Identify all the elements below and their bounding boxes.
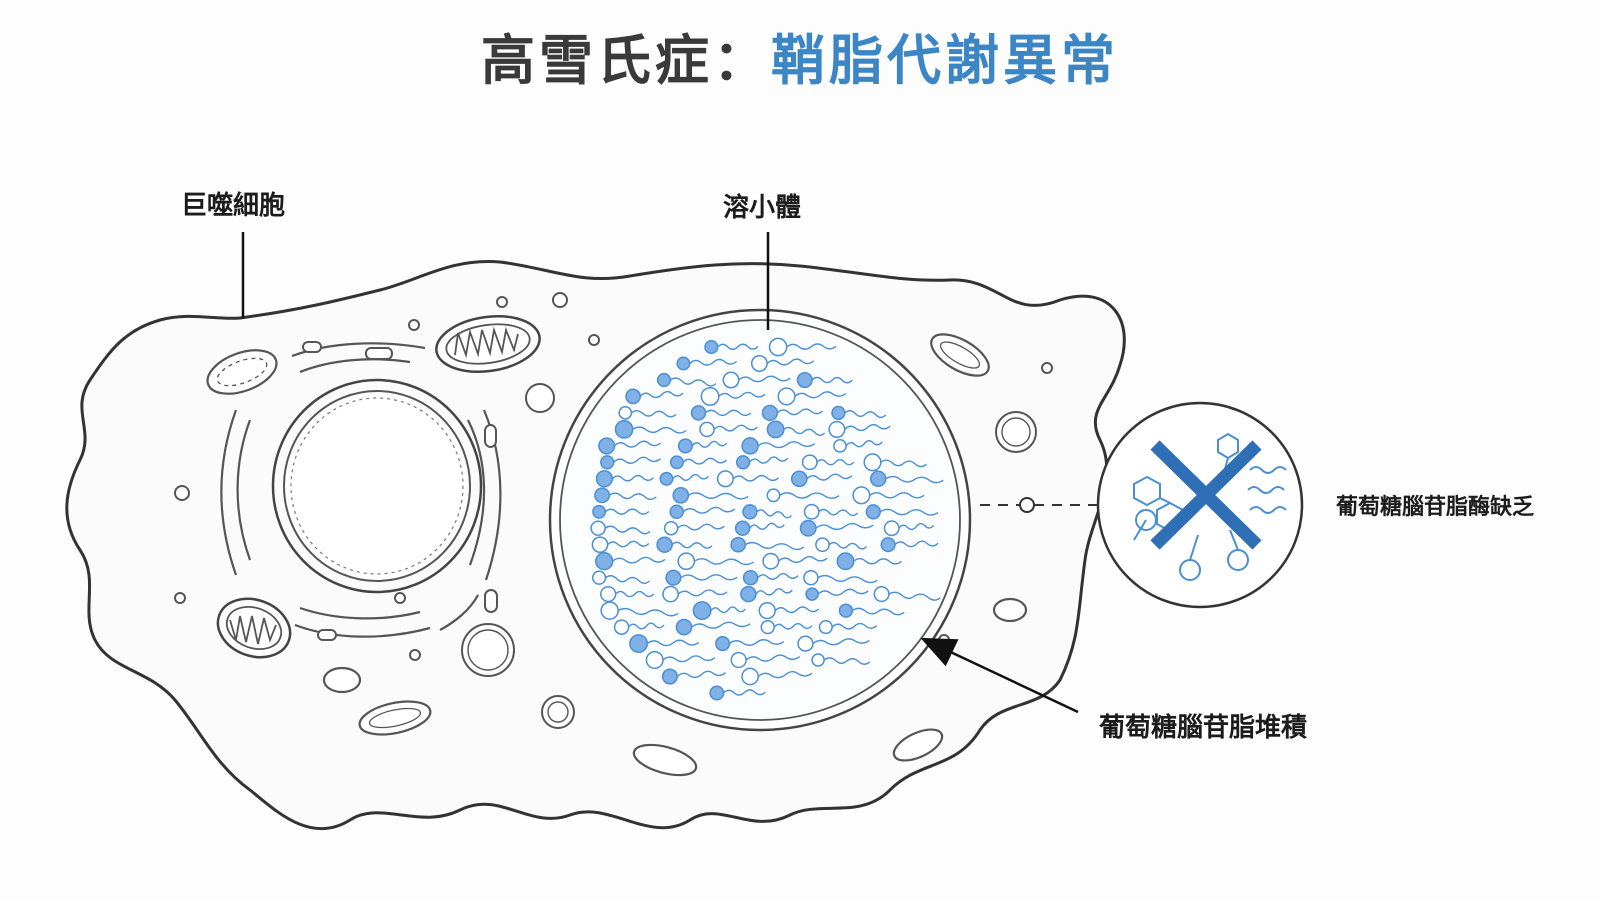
nucleus [271,378,483,594]
vesicles [174,292,1053,729]
enzyme-inset [980,401,1304,609]
mitochondrion-upper [435,315,541,373]
title-accent: 鞘脂代謝異常 [771,29,1119,92]
title-main: 高雪氏症： [481,29,771,92]
diagram-title: 高雪氏症：鞘脂代謝異常 [0,26,1600,96]
label-accumulation: 葡萄糖腦苷脂堆積 [1099,713,1308,743]
label-macrophage: 巨噬細胞 [181,191,286,221]
glucocerebroside-accumulation [590,337,944,701]
label-lysosome: 溶小體 [723,193,802,223]
small-vesicles [302,341,498,641]
label-enzyme-deficiency: 葡萄糖腦苷脂酶缺乏 [1336,495,1535,520]
leader-lines [241,232,1079,714]
mitochondrion-lower [216,597,292,659]
cross-mark-icon [1150,440,1262,550]
oval-organelles [206,333,1028,777]
lysosome [548,308,972,732]
